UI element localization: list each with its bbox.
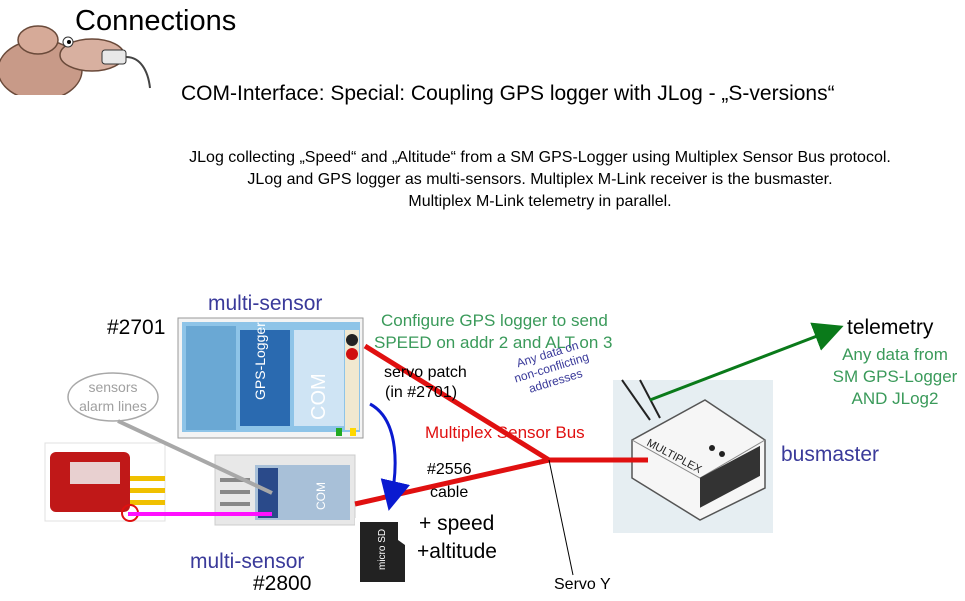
servo-patch-line1: servo patch [384, 364, 467, 381]
page-subtitle: COM-Interface: Special: Coupling GPS log… [181, 82, 835, 105]
alarm-line [117, 419, 273, 495]
id-2556-label: #2556 [427, 461, 472, 478]
any-data-sm-line2: SM GPS-Logger [832, 367, 958, 386]
microsd-text: micro SD [377, 529, 388, 570]
altitude-label: +altitude [417, 540, 497, 563]
speed-label: + speed [419, 512, 495, 535]
sensor-connector-red [44, 442, 166, 522]
sensors-alarm-label: sensors alarm lines [68, 378, 158, 416]
gps-logger-text: GPS-Logger [252, 322, 268, 400]
servo-y-line [548, 459, 574, 576]
description-line: JLog collecting „Speed“ and „Altitude“ f… [189, 149, 891, 166]
cable-label: cable [430, 484, 469, 501]
multi-sensor-bottom-label: multi-sensor [190, 550, 305, 573]
any-data-sm-line1: Any data from [842, 345, 948, 364]
any-data-sm-note: Any data from SM GPS-Logger AND JLog2 [820, 344, 965, 410]
id-2800-label: #2800 [253, 572, 312, 595]
any-data-sm-line3: AND JLog2 [851, 389, 939, 408]
configure-line2: SPEED on addr 2 and ALT on 3 [374, 333, 613, 352]
servo-y-label: Servo Y [554, 576, 611, 593]
servo-patch-line2: (in #2701) [385, 384, 458, 401]
page-title: Connections [75, 5, 237, 37]
receiver-device: MULTIPLEX [613, 379, 773, 533]
com-text: COM [308, 373, 330, 420]
microsd-card: micro SD [355, 518, 410, 586]
jlog-com-text: COM [314, 482, 328, 510]
id-2701-label: #2701 [107, 316, 166, 339]
bus-line-gps [363, 343, 551, 463]
description-line: JLog and GPS logger as multi-sensors. Mu… [247, 171, 833, 188]
description: JLog collecting „Speed“ and „Altitude“ f… [110, 147, 965, 213]
multi-sensor-top-label: multi-sensor [208, 292, 323, 315]
jlog-device: COM [214, 454, 356, 526]
sensors-line2: alarm lines [79, 398, 147, 414]
multiplex-bus-label: Multiplex Sensor Bus [425, 423, 585, 442]
description-line: Multiplex M-Link telemetry in parallel. [408, 193, 672, 210]
sensors-line1: sensors [88, 379, 138, 395]
gps-logger-device: GPS-Logger COM [177, 317, 364, 439]
servo-patch-arrow [369, 402, 410, 511]
telemetry-label: telemetry [847, 316, 934, 339]
mascot-logo [0, 0, 160, 101]
busmaster-label: busmaster [781, 443, 880, 466]
sensors-alarm-ellipse [67, 372, 159, 422]
telemetry-arrow [649, 322, 844, 402]
configure-line1: Configure GPS logger to send [381, 311, 608, 330]
